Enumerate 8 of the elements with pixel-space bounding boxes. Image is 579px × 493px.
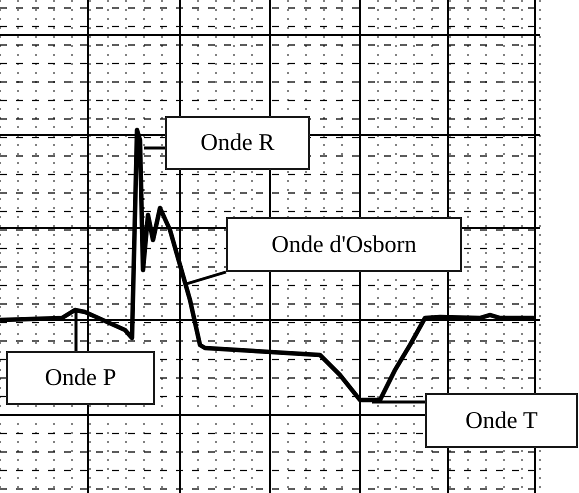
leader-line bbox=[144, 146, 165, 150]
label-box: Onde d'Osborn bbox=[226, 217, 462, 272]
leader-line bbox=[74, 312, 78, 351]
label-box: Onde R bbox=[165, 116, 310, 170]
label-box: Onde T bbox=[425, 393, 578, 448]
leader-line bbox=[372, 400, 425, 404]
leader-line bbox=[186, 270, 226, 286]
label-box: Onde P bbox=[6, 351, 155, 405]
